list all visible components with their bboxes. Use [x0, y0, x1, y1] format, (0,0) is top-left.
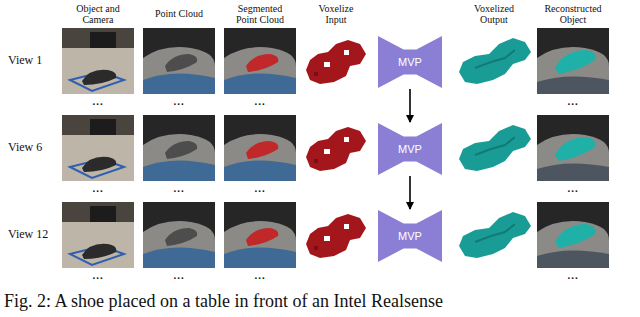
column-header: Voxelize Input: [311, 3, 361, 25]
network-block: MVP: [378, 36, 442, 88]
voxel-input: [306, 127, 366, 171]
column-header: Point Cloud: [155, 8, 203, 19]
ellipsis-mark: ...: [567, 183, 578, 194]
flow-arrow: [409, 176, 411, 209]
point-cloud: [143, 28, 215, 94]
ellipsis-mark: ...: [254, 270, 265, 281]
ellipsis-mark: ...: [92, 183, 103, 194]
bowtie-outline: [378, 123, 442, 175]
column-header: Reconstructed Object: [536, 3, 610, 25]
row-label: View 12: [8, 229, 48, 240]
ellipsis-mark: ...: [567, 96, 578, 107]
voxel-output: [459, 125, 531, 171]
voxel-output: [459, 38, 531, 84]
segmented-cloud: [224, 28, 296, 94]
row-3: [62, 202, 609, 268]
network-block: MVP: [378, 210, 442, 262]
ellipsis-mark: ...: [567, 270, 578, 281]
point-cloud: [143, 202, 215, 268]
ellipsis-mark: ...: [92, 270, 103, 281]
block-label: MVP: [398, 143, 422, 155]
flow-arrow: [409, 89, 411, 122]
segmented-cloud: [224, 202, 296, 268]
bowtie-outline: [378, 210, 442, 262]
ellipsis-mark: ...: [173, 96, 184, 107]
voxel-output: [459, 212, 531, 258]
photo: [62, 115, 134, 181]
column-header: Segmented Point Cloud: [229, 3, 291, 25]
photo: [62, 202, 134, 268]
row-2: [62, 115, 609, 181]
voxel-input: [306, 214, 366, 258]
ellipsis-mark: ...: [92, 96, 103, 107]
segmented-cloud: [224, 115, 296, 181]
column-header: Voxelized Output: [465, 3, 523, 25]
reconstruction: [537, 28, 609, 94]
block-label: MVP: [398, 56, 422, 68]
network-block: MVP: [378, 123, 442, 175]
row-label: View 1: [8, 55, 42, 66]
column-header: Object and Camera: [68, 3, 128, 25]
point-cloud: [143, 115, 215, 181]
row-label: View 6: [8, 142, 42, 153]
ellipsis-mark: ...: [173, 270, 184, 281]
photo: [62, 28, 134, 94]
ellipsis-mark: ...: [254, 183, 265, 194]
ellipsis-mark: ...: [173, 183, 184, 194]
voxel-input: [306, 40, 366, 84]
figure-caption: Fig. 2: A shoe placed on a table in fron…: [4, 291, 443, 312]
block-label: MVP: [398, 230, 422, 242]
reconstruction: [537, 115, 609, 181]
bowtie-outline: [378, 36, 442, 88]
ellipsis-mark: ...: [254, 96, 265, 107]
reconstruction: [537, 202, 609, 268]
row-1: [62, 28, 609, 94]
